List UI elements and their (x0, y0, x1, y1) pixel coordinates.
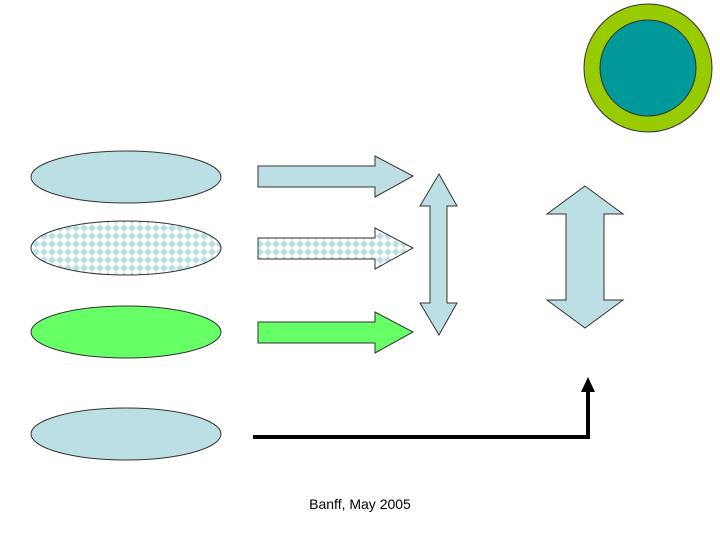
ellipse-green (30, 305, 222, 359)
elbow-connector-arrow (253, 377, 595, 439)
arrow-green (257, 311, 415, 354)
double-arrow-narrow (419, 173, 458, 336)
footer-text: Banff, May 2005 (309, 496, 411, 512)
ellipse-solid-blue (30, 150, 222, 204)
ellipse-checkered (30, 220, 222, 276)
arrow-solid-blue (257, 155, 415, 198)
ring-circle (583, 3, 713, 133)
arrow-checkered (257, 227, 415, 270)
double-arrow-wide (545, 185, 625, 329)
ellipse-bottom-blue (30, 407, 222, 461)
